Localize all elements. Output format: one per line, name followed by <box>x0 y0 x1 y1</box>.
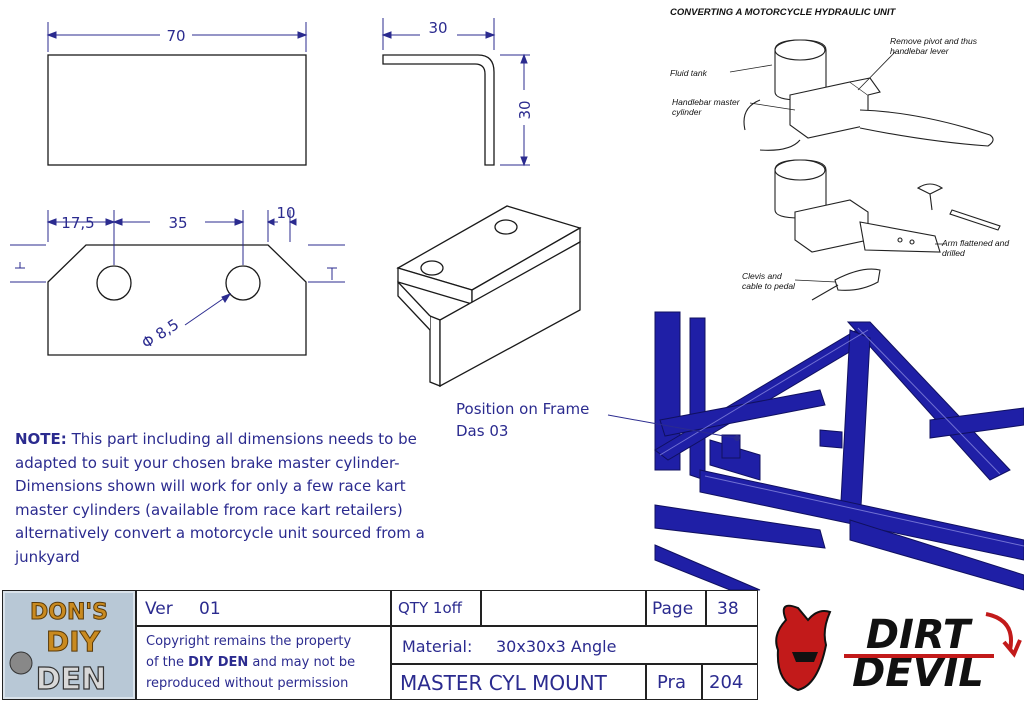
copyright-line-2: of the DIY DEN and may not be <box>146 655 356 670</box>
dim-front <box>10 210 345 326</box>
dirt-devil-logo: DIRT DEVIL <box>758 590 1024 700</box>
dim-text-35: 35 <box>168 214 187 232</box>
mounting-hole-right <box>225 265 261 301</box>
plate-top-view <box>47 54 307 166</box>
version-label: Ver <box>145 599 173 619</box>
qty-text: QTY 1off <box>398 599 462 617</box>
dim-text-70: 70 <box>166 27 185 45</box>
devil-logo-graphic: DIRT DEVIL <box>775 604 1022 696</box>
position-leader <box>607 414 740 441</box>
logo-graphic: DON'S DIY DEN <box>5 593 133 698</box>
kart-frame-render <box>654 311 1024 591</box>
part-name-cell: MASTER CYL MOUNT <box>391 664 646 700</box>
material-cell: Material: 30x30x3 Angle <box>391 626 758 664</box>
dim-text-17-5: 17,5 <box>61 214 94 232</box>
mounting-hole-left <box>96 265 132 301</box>
blank-cell <box>481 590 646 626</box>
page-number-cell: 38 <box>706 590 758 626</box>
page-number: 38 <box>717 599 739 619</box>
master-cylinder-sketch-bottom <box>774 159 1001 301</box>
position-on-frame-label: Position on Frame Das 03 <box>456 398 589 442</box>
svg-text:DEN: DEN <box>36 662 107 697</box>
pra-label: Pra <box>657 672 686 693</box>
dim-text-30-width: 30 <box>428 19 447 37</box>
part-name: MASTER CYL MOUNT <box>400 671 607 695</box>
callout-fluid-tank: Fluid tank <box>670 68 707 78</box>
pra-label-cell: Pra <box>646 664 702 700</box>
title-block: DON'S DIY DEN Ver 01 Copyright remains t… <box>0 590 1024 700</box>
callout-arm-flattened: Arm flattened and drilled <box>942 238 1010 258</box>
material-label: Material: <box>402 637 473 656</box>
callout-clevis: Clevis and cable to pedal <box>742 271 795 291</box>
master-cylinder-sketch-top <box>743 39 994 151</box>
callout-lines <box>729 51 945 283</box>
material-value: 30x30x3 Angle <box>496 637 617 656</box>
version-cell: Ver 01 <box>136 590 391 626</box>
copyright-line-1: Copyright remains the property <box>146 634 352 649</box>
brand-text: DIRT <box>866 612 973 658</box>
callout-handlebar-master-cylinder: Handlebar master cylinder <box>672 97 740 117</box>
dim-text-dia: Φ 8,5 <box>138 315 182 352</box>
svg-text:DON'S: DON'S <box>30 600 108 625</box>
pra-number-cell: 204 <box>702 664 758 700</box>
copyright-line-3: reproduced without permission <box>146 676 349 691</box>
dim-text-30-height: 30 <box>516 100 534 119</box>
pra-number: 204 <box>709 672 744 693</box>
position-line-1: Position on Frame <box>456 400 590 418</box>
page-label-cell: Page <box>646 590 706 626</box>
conversion-title: CONVERTING A MOTORCYCLE HYDRAULIC UNIT <box>670 7 896 18</box>
callout-remove-pivot: Remove pivot and thus handlebar lever <box>890 36 977 56</box>
dim-text-10: 10 <box>276 204 295 222</box>
svg-text:DIY: DIY <box>46 625 101 658</box>
qty-cell: QTY 1off <box>391 590 481 626</box>
dons-diy-den-logo: DON'S DIY DEN <box>2 590 136 700</box>
angle-side-view <box>382 54 495 166</box>
note-body: This part including all dimensions needs… <box>15 430 425 566</box>
angle-isometric-view <box>396 205 582 388</box>
dim-angle <box>381 18 530 167</box>
page-label: Page <box>652 599 694 619</box>
plate-front-view <box>47 244 307 356</box>
note-prefix: NOTE: <box>15 430 67 448</box>
dim-top-width <box>46 22 308 52</box>
copyright-cell: Copyright remains the property of the DI… <box>136 626 391 700</box>
version-value: 01 <box>199 599 221 619</box>
note-paragraph: NOTE: This part including all dimensions… <box>15 428 435 569</box>
position-line-2: Das 03 <box>456 422 509 440</box>
